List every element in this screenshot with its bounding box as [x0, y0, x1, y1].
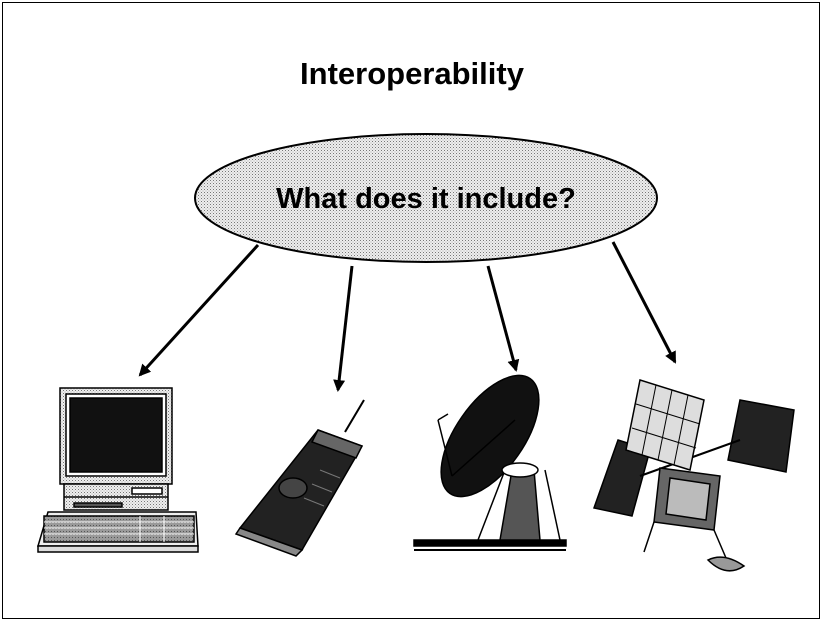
- arrow-to-satellite: [611, 241, 677, 364]
- arrow-to-computer: [138, 243, 260, 377]
- arrow-to-dish: [486, 265, 520, 372]
- arrow-to-phone: [333, 265, 354, 392]
- satellite-dish-icon: [413, 374, 567, 551]
- mobile-phone-icon: [234, 399, 365, 557]
- satellite-icon: [593, 379, 795, 572]
- bubble-text: What does it include?: [276, 183, 576, 215]
- desktop-computer-icon: [36, 387, 199, 553]
- slide-title: Interoperability: [300, 56, 524, 91]
- arrows: [138, 241, 677, 392]
- question-bubble: What does it include?: [194, 133, 658, 263]
